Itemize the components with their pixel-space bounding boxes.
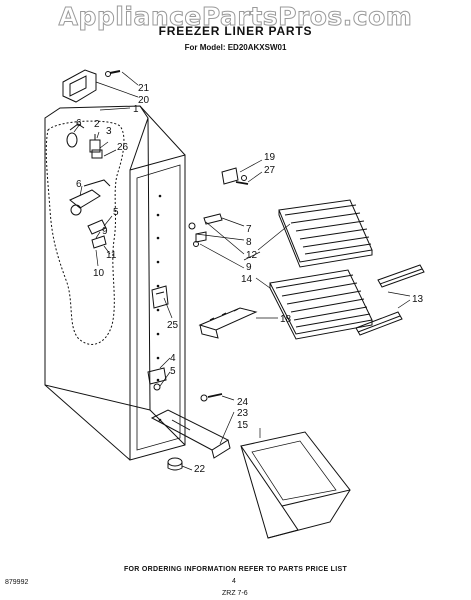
damper-control-part bbox=[69, 179, 111, 216]
bucket-support-part bbox=[150, 409, 231, 459]
callout-23: 23 bbox=[237, 408, 249, 419]
callout-10: 10 bbox=[93, 268, 105, 279]
callout-14: 14 bbox=[241, 274, 253, 285]
callout-6: 6 bbox=[76, 118, 82, 129]
foot-part bbox=[167, 457, 183, 471]
light-socket-part bbox=[66, 123, 85, 148]
leader-lines bbox=[73, 71, 411, 471]
wire-shelf-lower-part bbox=[269, 269, 373, 340]
callout-1: 1 bbox=[133, 104, 139, 115]
callout-20: 20 bbox=[138, 95, 150, 106]
callout-22: 22 bbox=[194, 464, 206, 475]
watermark-text: AppliancePartsPros.com bbox=[58, 2, 413, 32]
hinge-part bbox=[147, 367, 167, 391]
bracket-part bbox=[87, 219, 107, 249]
callout-12: 12 bbox=[246, 250, 258, 261]
page-title: FREEZER LINER PARTS bbox=[158, 24, 313, 38]
thermostat-housing-part bbox=[62, 69, 97, 103]
callout-3: 3 bbox=[106, 126, 112, 137]
callout-21: 21 bbox=[138, 83, 150, 94]
shelf-rail-part bbox=[198, 307, 258, 339]
shelf-trim-part bbox=[355, 264, 425, 336]
callout-6-lower: 6 bbox=[76, 179, 82, 190]
bottom-mark: ZRZ 7-6 bbox=[222, 590, 248, 597]
callout-19: 19 bbox=[264, 152, 276, 163]
callout-5: 5 bbox=[113, 207, 119, 218]
screw-lower-part bbox=[200, 393, 223, 402]
callout-labels: 21 20 1 6 2 3 26 6 5 9 11 10 19 27 7 8 1… bbox=[76, 83, 424, 475]
ordering-note: FOR ORDERING INFORMATION REFER TO PARTS … bbox=[123, 566, 348, 573]
callout-2: 2 bbox=[94, 119, 100, 130]
callout-4: 4 bbox=[170, 353, 176, 364]
callout-7: 7 bbox=[246, 224, 252, 235]
diagram-code: 879992 bbox=[5, 579, 29, 586]
callout-9: 9 bbox=[102, 226, 108, 237]
screw-part bbox=[105, 70, 121, 77]
callout-5-lower: 5 bbox=[170, 366, 176, 377]
wire-shelf-upper-part bbox=[278, 199, 373, 268]
switch-part bbox=[89, 134, 103, 159]
callout-8: 8 bbox=[246, 237, 252, 248]
callout-15: 15 bbox=[237, 420, 249, 431]
callout-26: 26 bbox=[117, 142, 129, 153]
shelf-support-part bbox=[188, 213, 223, 247]
callout-13: 13 bbox=[412, 294, 424, 305]
cam-part bbox=[151, 285, 169, 309]
callout-25: 25 bbox=[167, 320, 179, 331]
model-number: For Model: ED20AKXSW01 bbox=[184, 43, 287, 52]
shelf-stop-part bbox=[221, 167, 249, 185]
callout-27: 27 bbox=[264, 165, 276, 176]
callout-11: 11 bbox=[106, 250, 117, 261]
page-number: 4 bbox=[232, 578, 236, 585]
callout-18: 18 bbox=[280, 314, 292, 325]
callout-24: 24 bbox=[237, 397, 249, 408]
ice-bin-part bbox=[240, 431, 351, 539]
callout-9-right: 9 bbox=[246, 262, 252, 273]
freezer-liner-part bbox=[44, 105, 186, 461]
